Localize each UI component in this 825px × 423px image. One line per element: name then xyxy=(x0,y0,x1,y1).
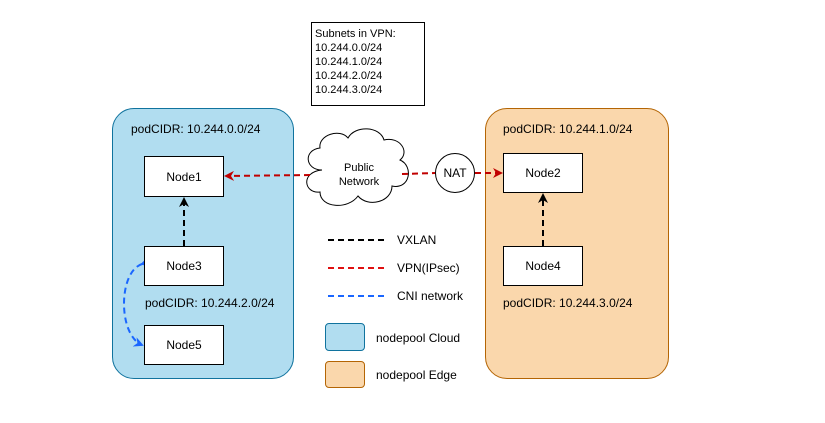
legend-edge-label: nodepool Edge xyxy=(376,368,457,382)
cni-link-node3-node5 xyxy=(123,256,152,347)
legend-vpn-label: VPN(IPsec) xyxy=(397,261,460,275)
node5[interactable]: Node5 xyxy=(144,325,224,365)
subnets-box: Subnets in VPN: 10.244.0.0/24 10.244.1.0… xyxy=(311,22,425,106)
cloud-podcidr-bottom: podCIDR: 10.244.2.0/24 xyxy=(145,296,275,310)
subnet-item: 10.244.3.0/24 xyxy=(315,84,383,96)
subnet-item: 10.244.0.0/24 xyxy=(315,42,383,54)
public-network-line1: Public xyxy=(344,162,374,174)
nat-node: NAT xyxy=(435,153,475,193)
legend-cloud-swatch xyxy=(325,323,365,351)
edge-podcidr-bottom: podCIDR: 10.244.3.0/24 xyxy=(503,296,633,310)
subnet-item: 10.244.2.0/24 xyxy=(315,70,383,82)
node1[interactable]: Node1 xyxy=(144,156,224,197)
cloud-podcidr-top: podCIDR: 10.244.0.0/24 xyxy=(131,122,261,136)
vpn-link-middle xyxy=(401,172,436,175)
subnets-title: Subnets in VPN: xyxy=(315,28,396,40)
legend-vxlan-label: VXLAN xyxy=(397,233,437,247)
public-network-line2: Network xyxy=(338,176,380,188)
legend-cloud-label: nodepool Cloud xyxy=(376,331,461,345)
legend-edge-swatch xyxy=(325,361,365,388)
public-network-cloud-icon xyxy=(306,128,409,206)
subnet-item: 10.244.1.0/24 xyxy=(315,56,383,68)
node4[interactable]: Node4 xyxy=(503,246,583,286)
vpn-link-left xyxy=(224,170,311,181)
node2[interactable]: Node2 xyxy=(503,153,583,193)
public-network-label: Public Network xyxy=(318,161,400,189)
edge-podcidr-top: podCIDR: 10.244.1.0/24 xyxy=(503,122,633,136)
node3[interactable]: Node3 xyxy=(144,246,224,286)
legend-cni-label: CNI network xyxy=(397,289,464,303)
